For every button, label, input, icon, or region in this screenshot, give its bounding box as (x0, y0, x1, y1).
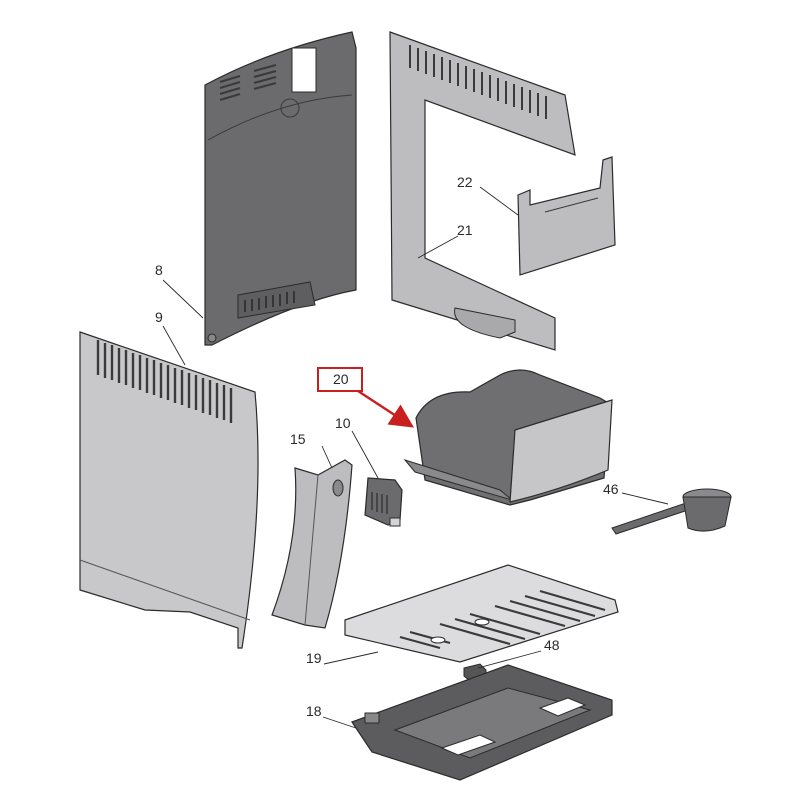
part-21-frame-panel (389, 31, 576, 351)
part-10-spout-connector (364, 477, 403, 527)
callout-9: 9 (155, 309, 163, 325)
highlight-arrow (357, 389, 415, 428)
part-8-rear-inner-panel (204, 31, 357, 346)
part-15-front-curved-cover (271, 459, 353, 629)
callout-10: 10 (335, 415, 351, 431)
callout-21: 21 (457, 222, 473, 238)
callout-48: 48 (544, 637, 560, 653)
callout-8: 8 (155, 262, 163, 278)
callout-19: 19 (306, 650, 322, 666)
leader-lines (162, 186, 669, 729)
part-18-drip-tray-base (351, 664, 613, 781)
callout-20-highlighted: 20 (317, 367, 363, 392)
part-9-side-cover-panel (79, 331, 259, 649)
part-19-drip-tray-grille (344, 564, 619, 663)
part-20-grounds-container (403, 369, 613, 506)
callout-22: 22 (457, 174, 473, 190)
callout-15: 15 (290, 431, 306, 447)
callout-18: 18 (306, 703, 322, 719)
callout-46: 46 (603, 481, 619, 497)
part-22-container-flap (517, 156, 616, 276)
part-46-measuring-scoop (611, 488, 732, 535)
